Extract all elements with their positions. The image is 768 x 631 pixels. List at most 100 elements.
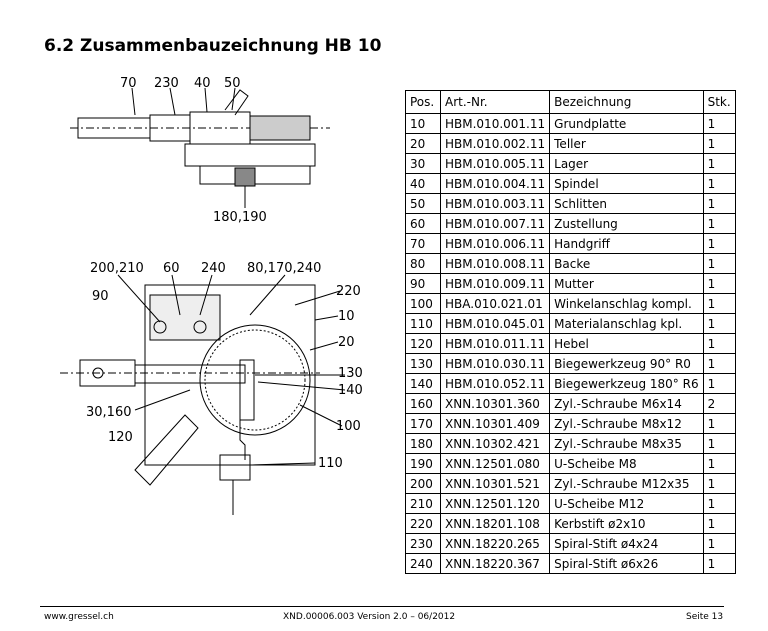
pos-cell: 160 xyxy=(405,393,441,414)
quantity-cell: 1 xyxy=(702,513,736,534)
quantity-cell: 1 xyxy=(702,413,736,434)
article-number-cell: HBM.010.030.11 xyxy=(439,353,551,374)
drawing-label: 140 xyxy=(338,383,363,398)
pos-cell: 80 xyxy=(405,253,441,274)
column-header: Stk. xyxy=(702,90,736,114)
pos-cell: 60 xyxy=(405,213,441,234)
description-cell: Mutter xyxy=(549,273,704,294)
description-cell: Zyl.-Schraube M8x12 xyxy=(549,413,704,434)
pos-cell: 200 xyxy=(405,473,441,494)
description-cell: Kerbstift ø2x10 xyxy=(549,513,704,534)
pos-cell: 220 xyxy=(405,513,441,534)
description-cell: Lager xyxy=(549,153,704,174)
pos-cell: 70 xyxy=(405,233,441,254)
plan-view-drawing xyxy=(60,274,346,515)
footer-website: www.gressel.ch xyxy=(44,612,114,622)
article-number-cell: XNN.10302.421 xyxy=(439,433,551,454)
description-cell: Hebel xyxy=(549,333,704,354)
quantity-cell: 1 xyxy=(702,313,736,334)
drawing-label: 130 xyxy=(338,366,363,381)
pos-cell: 210 xyxy=(405,493,441,514)
pos-cell: 190 xyxy=(405,453,441,474)
pos-cell: 240 xyxy=(405,553,441,574)
description-cell: Materialanschlag kpl. xyxy=(549,313,704,334)
footer-document-id: XND.00006.003 Version 2.0 – 06/2012 xyxy=(283,612,456,622)
article-number-cell: HBM.010.007.11 xyxy=(439,213,551,234)
description-cell: Zustellung xyxy=(549,213,704,234)
drawing-label: 20 xyxy=(338,335,355,350)
article-number-cell: HBA.010.021.01 xyxy=(439,293,551,314)
drawing-label: 100 xyxy=(336,419,361,434)
drawing-label: 200,210 xyxy=(90,261,144,276)
quantity-cell: 1 xyxy=(702,333,736,354)
column-header: Art.-Nr. xyxy=(439,90,551,114)
footer-divider xyxy=(40,606,724,607)
drawing-label: 90 xyxy=(92,289,109,304)
pos-cell: 140 xyxy=(405,373,441,394)
quantity-cell: 1 xyxy=(702,253,736,274)
quantity-cell: 1 xyxy=(702,173,736,194)
drawing-label: 80,170,240 xyxy=(247,261,322,276)
description-cell: Biegewerkzeug 180° R6 xyxy=(549,373,704,394)
drawing-label: 230 xyxy=(154,76,179,91)
column-header: Pos. xyxy=(405,90,441,114)
drawing-label: 240 xyxy=(201,261,226,276)
drawing-label: 50 xyxy=(224,76,241,91)
quantity-cell: 1 xyxy=(702,533,736,554)
article-number-cell: HBM.010.003.11 xyxy=(439,193,551,214)
description-cell: Schlitten xyxy=(549,193,704,214)
drawing-label: 70 xyxy=(120,76,137,91)
table-header-row: Pos. Art.-Nr. Bezeichnung Stk. xyxy=(405,90,736,114)
column-header: Bezeichnung xyxy=(549,90,704,114)
quantity-cell: 1 xyxy=(702,233,736,254)
quantity-cell: 1 xyxy=(702,353,736,374)
drawing-label: 120 xyxy=(108,430,133,445)
pos-cell: 130 xyxy=(405,353,441,374)
article-number-cell: XNN.10301.521 xyxy=(439,473,551,494)
quantity-cell: 1 xyxy=(702,133,736,154)
pos-cell: 30 xyxy=(405,153,441,174)
description-cell: Spindel xyxy=(549,173,704,194)
article-number-cell: XNN.18201.108 xyxy=(439,513,551,534)
drawing-label: 110 xyxy=(318,456,343,471)
article-number-cell: HBM.010.004.11 xyxy=(439,173,551,194)
drawing-label: 40 xyxy=(194,76,211,91)
quantity-cell: 2 xyxy=(702,393,736,414)
footer-page-number: Seite 13 xyxy=(686,612,724,622)
pos-cell: 180 xyxy=(405,433,441,454)
description-cell: Zyl.-Schraube M12x35 xyxy=(549,473,704,494)
quantity-cell: 1 xyxy=(702,493,736,514)
pos-cell: 50 xyxy=(405,193,441,214)
pos-cell: 170 xyxy=(405,413,441,434)
article-number-cell: HBM.010.008.11 xyxy=(439,253,551,274)
quantity-cell: 1 xyxy=(702,553,736,574)
pos-cell: 120 xyxy=(405,333,441,354)
article-number-cell: XNN.10301.409 xyxy=(439,413,551,434)
article-number-cell: HBM.010.006.11 xyxy=(439,233,551,254)
drawing-label: 60 xyxy=(163,261,180,276)
article-number-cell: XNN.18220.265 xyxy=(439,533,551,554)
quantity-cell: 1 xyxy=(702,433,736,454)
article-number-cell: XNN.18220.367 xyxy=(439,553,551,574)
quantity-cell: 1 xyxy=(702,473,736,494)
quantity-cell: 1 xyxy=(702,373,736,394)
description-cell: Backe xyxy=(549,253,704,274)
